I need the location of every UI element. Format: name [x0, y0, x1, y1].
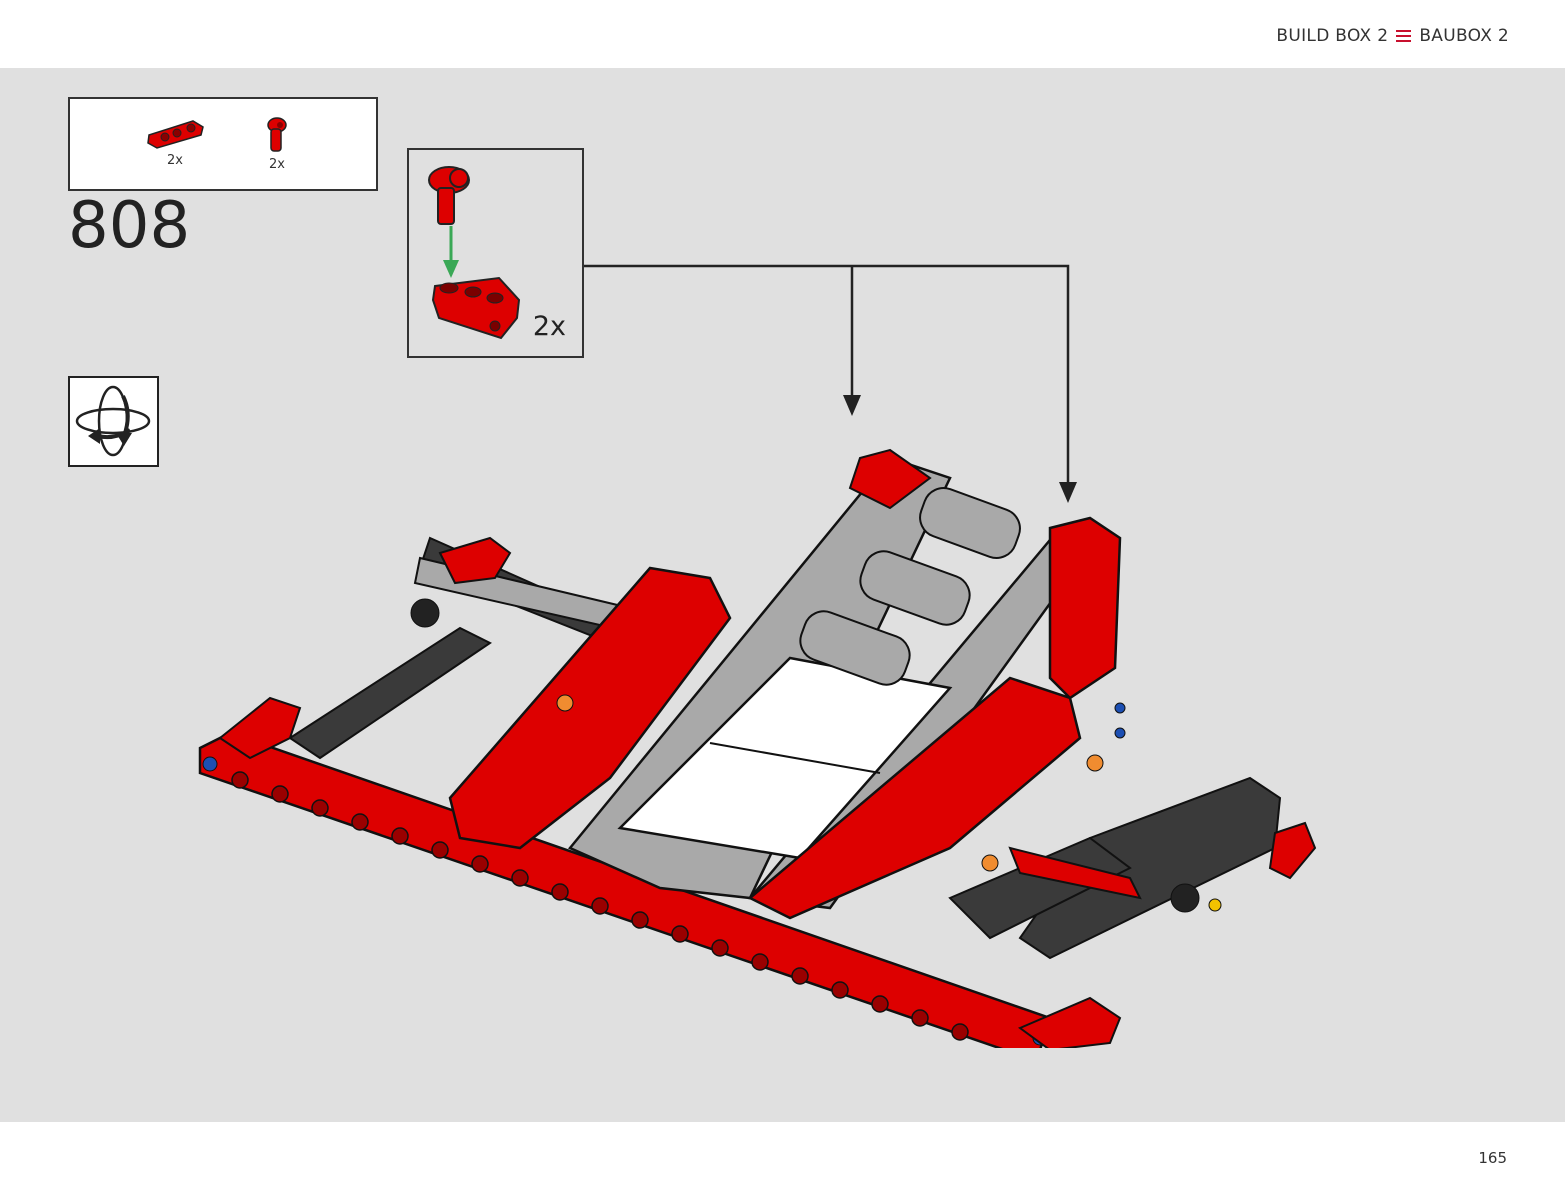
model-illustration: [198, 448, 1317, 1048]
part-quantity: 2x: [269, 157, 285, 172]
part-quantity: 2x: [167, 153, 183, 168]
red-axle-connector-part-icon: [267, 117, 287, 152]
rotate-model-indicator: [68, 376, 159, 467]
insert-arrow-head: [443, 260, 459, 278]
callout-pointer-lines: [584, 264, 1077, 503]
parts-list-box: 2x 2x: [68, 97, 378, 191]
menu-lines-icon: [1396, 30, 1412, 42]
build-box-en: BUILD BOX 2: [1276, 26, 1389, 46]
red-liftarm-part-icon: [147, 120, 204, 149]
subassembly-illustration: [428, 166, 521, 340]
page-header: BUILD BOX 2 BAUBOX 2: [0, 0, 1565, 68]
rotate-model-icon: [75, 385, 151, 457]
parts-list-item: 2x: [140, 115, 210, 168]
subassembly-quantity: 2x: [532, 311, 566, 342]
step-number: 808: [68, 189, 191, 263]
instruction-area: 2x 2x 808 2x: [0, 68, 1565, 1122]
subassembly-callout: 2x: [407, 148, 584, 358]
page-footer: 165: [0, 1122, 1565, 1191]
parts-list-item: 2x: [242, 115, 312, 172]
build-box-de: BAUBOX 2: [1419, 26, 1509, 46]
build-box-label: BUILD BOX 2 BAUBOX 2: [1276, 26, 1509, 46]
page-number: 165: [1478, 1149, 1507, 1167]
